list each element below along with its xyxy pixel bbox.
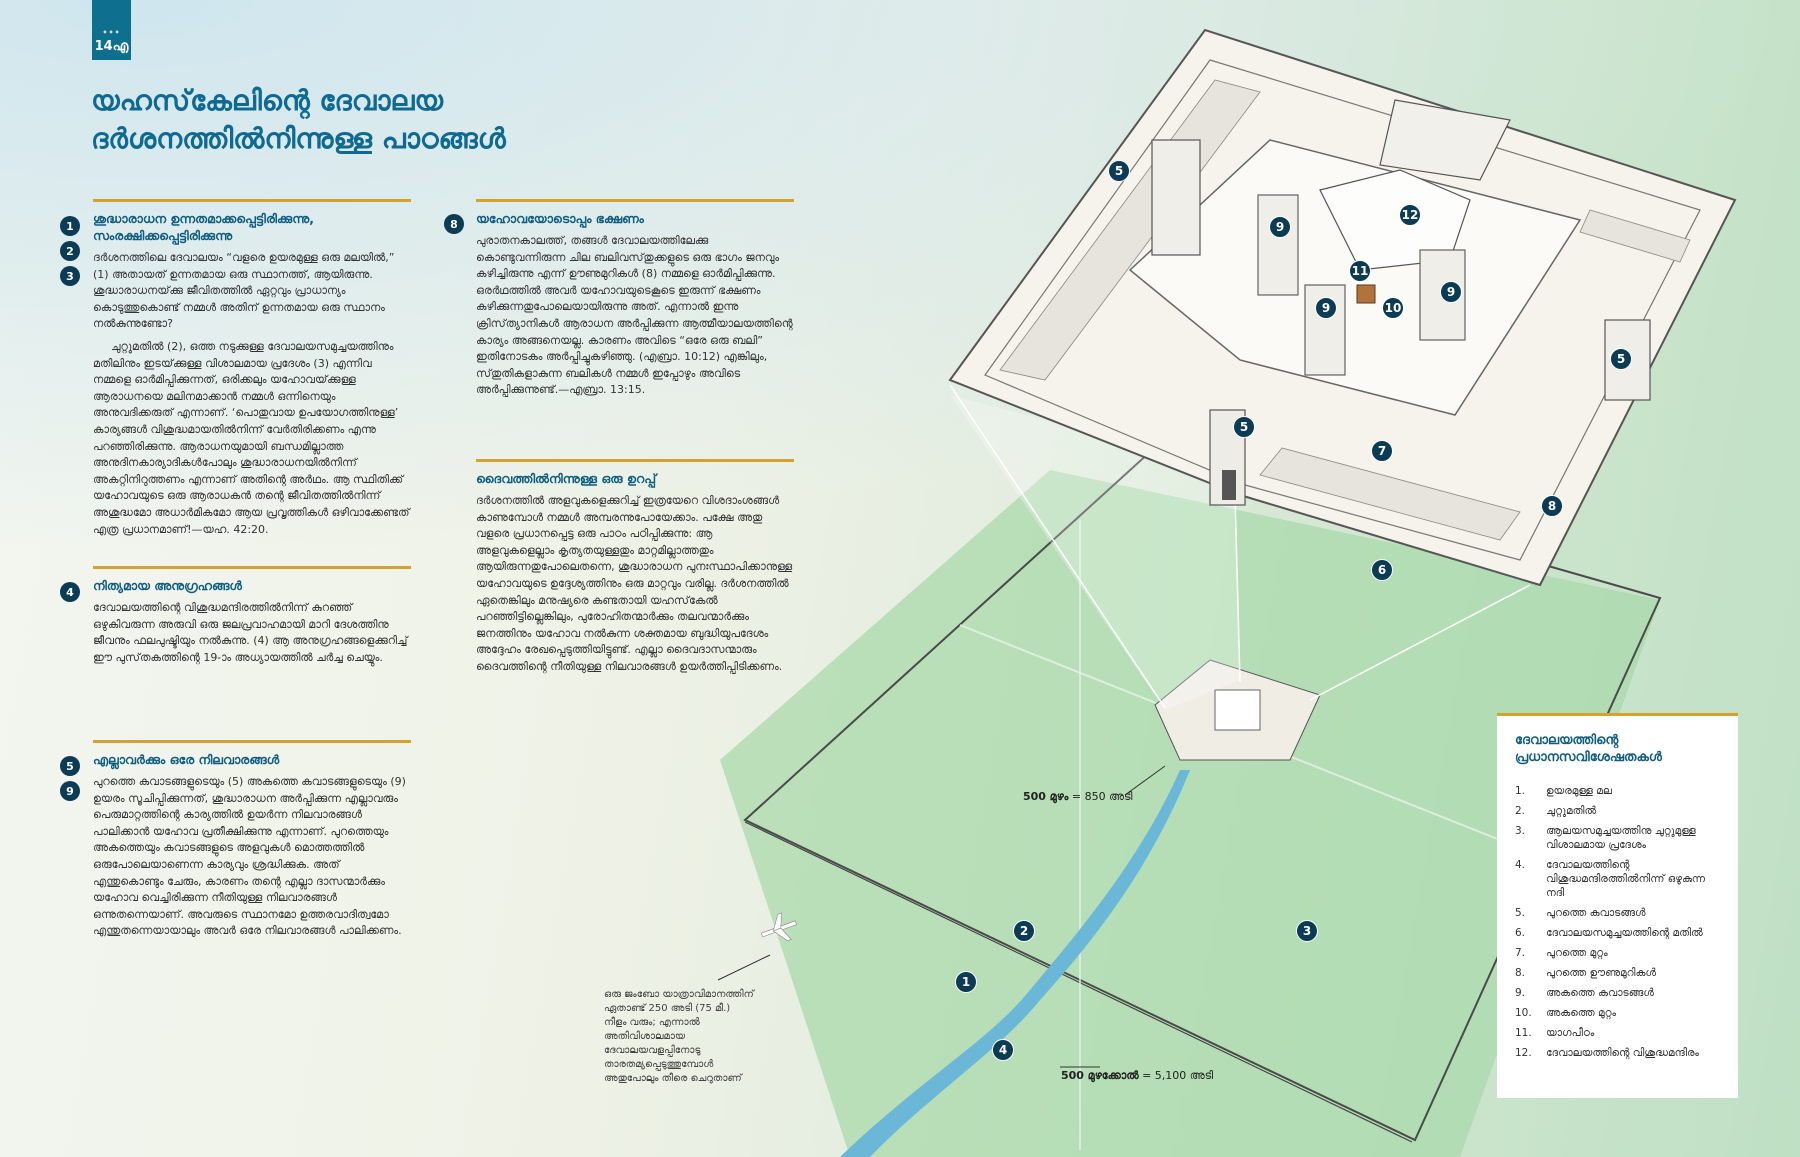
measure-outer: 500 മുഴക്കോൽ = 5,100 അടി	[1061, 1069, 1214, 1082]
marker-6: 6	[1371, 559, 1393, 581]
section-heading: എല്ലാവർക്കും ഒരേ നിലവാരങ്ങൾ	[93, 752, 280, 767]
section-8-markers: 8	[444, 214, 464, 239]
marker-2: 2	[60, 241, 80, 261]
legend-item: 6.ദേവാലയസമുച്ചയത്തിന്റെ മതിൽ	[1515, 927, 1703, 939]
marker-1: 1	[60, 216, 80, 236]
marker-5: 5	[1108, 160, 1130, 182]
section-same-standards: എല്ലാവർക്കും ഒരേ നിലവാരങ്ങൾ പുറത്തെ കവാട…	[93, 740, 411, 946]
marker-9: 9	[1315, 297, 1337, 319]
marker-2: 2	[1013, 920, 1035, 942]
section-meal-with-jehovah: യഹോവയോടൊപ്പം ഭക്ഷണം പുരാതനകാലത്ത്‌, തങ്ങ…	[476, 199, 794, 405]
legend-item: 10.അകത്തെ മുറ്റം	[1515, 1007, 1616, 1019]
measure-inner: 500 മുഴം = 850 അടി	[1023, 790, 1133, 803]
page-tab: ••• 14എ	[92, 0, 131, 60]
outer-measure-line	[744, 821, 1413, 1143]
marker-8: 8	[444, 214, 464, 234]
marker-5: 5	[60, 756, 80, 776]
legend-item: 7.പുറത്തെ മുറ്റം	[1515, 947, 1608, 959]
section-paragraph: പുറത്തെ കവാടങ്ങളുടെയും (5) അകത്തെ കവാടങ്…	[93, 775, 406, 938]
gold-rule	[476, 459, 794, 462]
legend-list: 1.ഉയരമുള്ള മല 2.ചുറ്റുമതിൽ 3.ആലയസമുച്ചയത…	[1515, 784, 1722, 1060]
section-heading: ദൈവത്തിൽനിന്നുള്ള ഒരു ഉറപ്പ്‌	[476, 471, 657, 486]
marker-11: 11	[1349, 260, 1371, 282]
section-4-markers: 4	[60, 582, 80, 607]
section-paragraph: ദേവാലയത്തിന്റെ വിശുദ്ധമന്ദിരത്തിൽനിന്ന്‌…	[93, 601, 408, 664]
legend-item: 12.ദേവാലയത്തിന്റെ വിശുദ്ധമന്ദിരം	[1515, 1047, 1699, 1059]
section-paragraph: ചുറ്റുമതിൽ (2), ഒത്ത നടുക്കുള്ള ദേവാലയസമ…	[93, 339, 410, 536]
marker-3: 3	[1296, 920, 1318, 942]
section-heading: നിത്യമായ അനുഗ്രഹങ്ങൾ	[93, 578, 242, 593]
marker-12: 12	[1399, 204, 1421, 226]
marker-9: 9	[1440, 281, 1462, 303]
section-eternal-blessings: നിത്യമായ അനുഗ്രഹങ്ങൾ ദേവാലയത്തിന്റെ വിശു…	[93, 566, 411, 672]
legend-title: ദേവാലയത്തിന്റെ പ്രധാനസവിശേഷതകൾ	[1515, 733, 1662, 765]
marker-10: 10	[1382, 297, 1404, 319]
airplane-note: ഒരു ജംബോ യാത്രാവിമാനത്തിന്‌ ഏതാണ്ട്‌ 250…	[604, 989, 754, 1084]
section-paragraph: പുരാതനകാലത്ത്‌, തങ്ങൾ ദേവാലയത്തിലേക്കു ക…	[476, 234, 793, 397]
legend-item: 5.പുറത്തെ കവാടങ്ങൾ	[1515, 907, 1646, 919]
gate-north	[1151, 139, 1201, 256]
marker-4: 4	[992, 1039, 1014, 1061]
legend-item: 11.യാഗപീഠം	[1515, 1027, 1595, 1039]
page-title-line: യഹസ്‌കേലിന്റെ ദേവാലയ	[91, 84, 444, 117]
altar	[1356, 284, 1376, 304]
marker-9: 9	[1269, 216, 1291, 238]
marker-7: 7	[1371, 440, 1393, 462]
section-1-markers: 1 2 3	[60, 216, 80, 291]
marker-1: 1	[955, 971, 977, 993]
page-title-line: ദർശനത്തിൽനിന്നുള്ള പാഠങ്ങൾ	[91, 122, 506, 155]
gold-rule	[93, 740, 411, 743]
section-paragraph: ദർശനത്തിലെ ദേവാലയം “വളരെ ഉയരമുള്ള ഒരു മല…	[93, 251, 395, 331]
legend-item: 8.പുറത്തെ ഊണുമുറികൾ	[1515, 967, 1657, 979]
legend-item: 9.അകത്തെ കവാടങ്ങൾ	[1515, 987, 1654, 999]
section-paragraph: ദർശനത്തിൽ അളവുകളെക്കുറിച്ച്‌ ഇത്രയേറെ വി…	[476, 494, 793, 673]
page-tab-label: 14എ	[94, 39, 129, 54]
marker-4: 4	[60, 582, 80, 602]
marker-5: 5	[1233, 416, 1255, 438]
gold-rule	[93, 199, 411, 202]
outer-boundary-square	[743, 450, 1662, 1142]
tab-dots-icon: •••	[102, 28, 121, 37]
gold-rule	[476, 199, 794, 202]
legend-item: 4.ദേവാലയത്തിന്റെ വിശുദ്ധമന്ദിരത്തിൽനിന്ന…	[1515, 859, 1706, 899]
legend-item: 2.ചുറ്റുമതിൽ	[1515, 805, 1597, 817]
marker-8: 8	[1541, 495, 1563, 517]
section-assurance-from-god: ദൈവത്തിൽനിന്നുള്ള ഒരു ഉറപ്പ്‌ ദർശനത്തിൽ …	[476, 459, 794, 682]
marker-5: 5	[1610, 348, 1632, 370]
airplane-icon	[760, 912, 797, 941]
legend-item: 3.ആലയസമുച്ചയത്തിനു ചുറ്റുമുള്ള വിശാലമായ …	[1515, 825, 1696, 851]
section-pure-worship: ശുദ്ധാരാധന ഉന്നതമാക്കപ്പെട്ടിരിക്കുന്നു,…	[93, 199, 411, 544]
gold-rule	[93, 566, 411, 569]
section-heading: ശുദ്ധാരാധന ഉന്നതമാക്കപ്പെട്ടിരിക്കുന്നു,…	[93, 211, 314, 243]
section-heading: യഹോവയോടൊപ്പം ഭക്ഷണം	[476, 211, 644, 226]
marker-9: 9	[60, 781, 80, 801]
section-5-markers: 5 9	[60, 756, 80, 806]
legend-item: 1.ഉയരമുള്ള മല	[1515, 785, 1612, 797]
features-legend: ദേവാലയത്തിന്റെ പ്രധാനസവിശേഷതകൾ 1.ഉയരമുള്…	[1497, 713, 1738, 1098]
page-title: യഹസ്‌കേലിന്റെ ദേവാലയ ദർശനത്തിൽനിന്നുള്ള …	[91, 82, 506, 158]
marker-3: 3	[60, 266, 80, 286]
sanctuary	[1319, 169, 1471, 271]
